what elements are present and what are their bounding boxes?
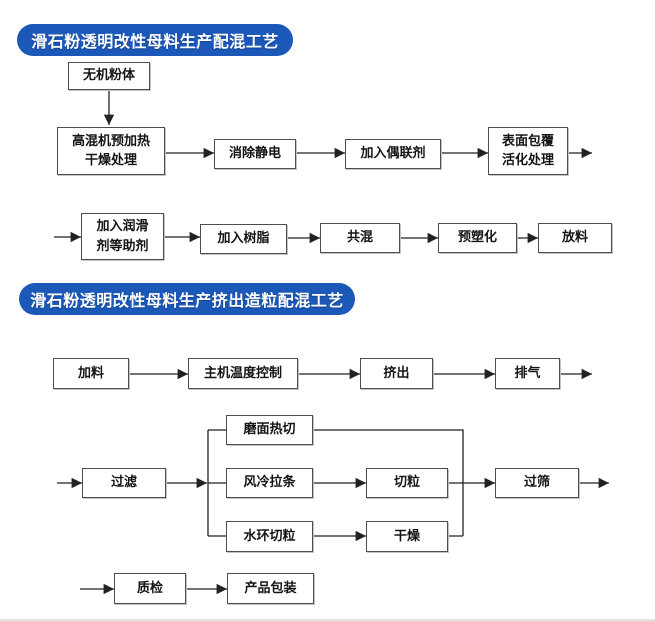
node-surface-coating: 表面包覆 活化处理 [488,127,568,175]
node-coupling-agent: 加入偶联剂 [345,139,441,169]
node-static-elimination: 消除静电 [214,139,296,169]
node-quality-inspection: 质检 [114,573,186,604]
node-lubricant-additives: 加入润滑 剂等助剂 [81,213,164,260]
node-venting: 排气 [495,358,560,389]
node-feeding: 加料 [53,358,129,389]
node-pre-plasticizing: 预塑化 [438,223,517,253]
node-add-resin: 加入树脂 [200,224,287,254]
node-extrusion: 挤出 [360,358,433,389]
section2-title: 滑石粉透明改性母料生产挤出造粒配混工艺 [19,283,355,315]
node-inorganic-powder: 无机粉体 [68,62,150,90]
node-main-temp-control: 主机温度控制 [188,358,298,389]
section1-title: 滑石粉透明改性母料生产配混工艺 [17,24,293,56]
node-blending: 共混 [320,223,400,253]
merge-rail-sieving [313,429,464,537]
node-pelletizing: 切粒 [366,468,448,498]
node-die-face-hot-cut: 磨面热切 [226,415,313,445]
node-product-packaging: 产品包装 [227,573,314,604]
node-drying: 干燥 [366,521,448,552]
node-sieving: 过筛 [495,468,579,498]
node-discharge: 放料 [538,223,612,253]
branch-rail-filtering [207,429,226,537]
node-water-ring-pelletizing: 水环切粒 [226,521,313,552]
node-premix-heating-drying: 高混机预加热 干燥处理 [57,127,165,175]
node-filtering: 过滤 [82,468,166,498]
node-air-cooled-strand: 风冷拉条 [226,468,313,498]
